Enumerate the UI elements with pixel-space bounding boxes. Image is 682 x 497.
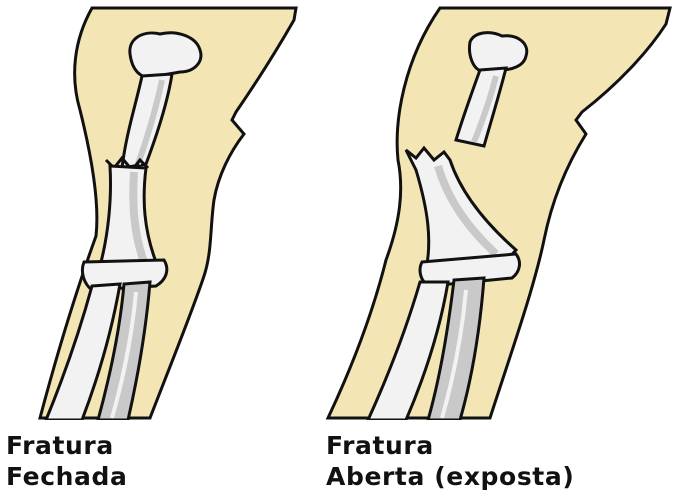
caption-open-line2: Aberta (exposta) <box>326 461 574 492</box>
caption-open-fracture: Fratura Aberta (exposta) <box>326 430 574 492</box>
humerus-head <box>470 33 527 72</box>
caption-open-line1: Fratura <box>326 430 574 461</box>
caption-closed-line1: Fratura <box>6 430 127 461</box>
closed-fracture-illustration <box>0 0 320 420</box>
caption-closed-fracture: Fratura Fechada <box>6 430 127 492</box>
humerus-head <box>130 33 201 78</box>
open-fracture-illustration <box>320 0 682 420</box>
caption-closed-line2: Fechada <box>6 461 127 492</box>
